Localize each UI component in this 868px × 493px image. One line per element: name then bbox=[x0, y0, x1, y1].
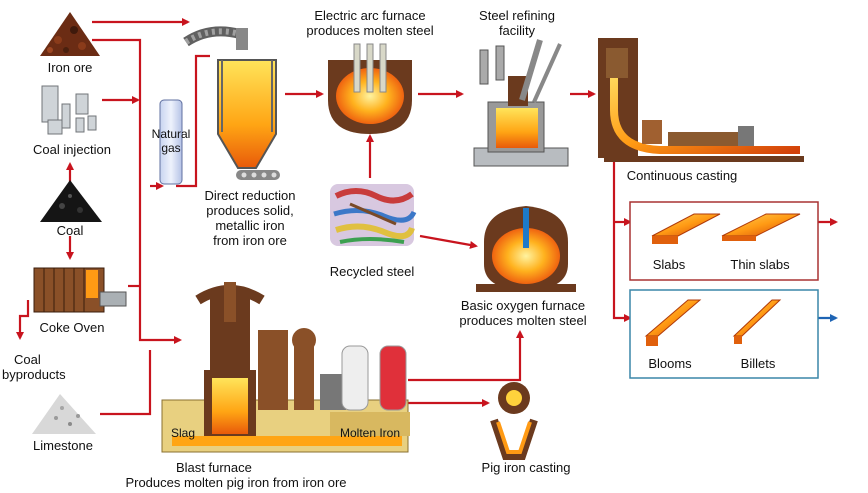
refining-label-line2: facility bbox=[498, 23, 536, 38]
slabs-label: Slabs bbox=[652, 257, 686, 272]
slab-bar-icon bbox=[651, 213, 721, 244]
coke-oven-icon bbox=[33, 267, 127, 313]
molten-iron-label: Molten Iron bbox=[339, 426, 401, 440]
bof-label-line2: produces molten steel bbox=[459, 313, 587, 328]
direct-reduction-furnace-icon bbox=[183, 26, 280, 180]
recycled-steel-label: Recycled steel bbox=[329, 264, 415, 279]
long-products-box bbox=[629, 289, 819, 379]
billet-bar-icon bbox=[732, 299, 782, 344]
coal-injection-label: Coal injection bbox=[32, 142, 112, 157]
thin-slabs-label: Thin slabs bbox=[730, 257, 790, 272]
recycled-steel-pile-icon bbox=[330, 184, 417, 246]
pig-iron-casting-label: Pig iron casting bbox=[481, 460, 571, 475]
steel-refining-icon bbox=[473, 39, 569, 167]
coal-label: Coal bbox=[56, 223, 84, 238]
coal-pile-icon bbox=[40, 180, 102, 222]
direct-reduction-label-line3: metallic iron bbox=[215, 218, 285, 233]
iron-ore-label: Iron ore bbox=[47, 60, 93, 75]
electric-arc-furnace-icon bbox=[328, 43, 412, 134]
iron-ore-pile-icon bbox=[40, 12, 100, 56]
arrow-gas bbox=[176, 54, 210, 188]
limestone-pile-icon bbox=[32, 394, 96, 434]
arrow-ironore-down bbox=[92, 38, 182, 344]
blast-furnace-label-line2: Produces molten pig iron from iron ore bbox=[125, 475, 347, 490]
eaf-label-line2: produces molten steel bbox=[306, 23, 434, 38]
slag-label: Slag bbox=[170, 426, 196, 440]
arrow-limestone bbox=[100, 350, 152, 416]
billets-label: Billets bbox=[740, 356, 776, 371]
coal-byproducts-label-line1: Coal bbox=[14, 352, 41, 367]
coke-oven-label: Coke Oven bbox=[39, 320, 105, 335]
direct-reduction-label-line4: from iron ore bbox=[213, 233, 287, 248]
arrow-recycled-to-bof bbox=[419, 234, 478, 249]
continuous-casting-icon bbox=[598, 38, 804, 162]
natural-gas-label-line1: Natural bbox=[151, 127, 191, 141]
arrow-casting-down bbox=[612, 160, 632, 322]
natural-gas-tank-icon bbox=[159, 99, 183, 185]
continuous-casting-label: Continuous casting bbox=[626, 168, 738, 183]
blast-furnace-label-line1: Blast furnace bbox=[176, 460, 252, 475]
coal-injection-icon bbox=[41, 85, 97, 135]
coal-byproducts-label-line2: byproducts bbox=[2, 367, 66, 382]
thin-slab-bar-icon bbox=[721, 213, 801, 241]
natural-gas-label-line2: gas bbox=[161, 141, 181, 155]
bof-label-line1: Basic oxygen furnace bbox=[460, 298, 586, 313]
blooms-label: Blooms bbox=[648, 356, 692, 371]
eaf-label-line1: Electric arc furnace bbox=[314, 8, 426, 23]
refining-label-line1: Steel refining bbox=[479, 8, 555, 23]
arrow-bf-to-bof bbox=[408, 330, 524, 382]
limestone-label: Limestone bbox=[33, 438, 93, 453]
arrow-coke-byproducts bbox=[16, 300, 30, 340]
direct-reduction-label-line1: Direct reduction bbox=[204, 188, 296, 203]
pig-iron-casting-icon bbox=[490, 382, 538, 460]
flow-arrows bbox=[16, 18, 838, 416]
bloom-bar-icon bbox=[644, 299, 702, 346]
direct-reduction-label-line2: produces solid, bbox=[206, 203, 294, 218]
blast-furnace-icon bbox=[161, 282, 410, 453]
basic-oxygen-furnace-icon bbox=[476, 206, 576, 292]
